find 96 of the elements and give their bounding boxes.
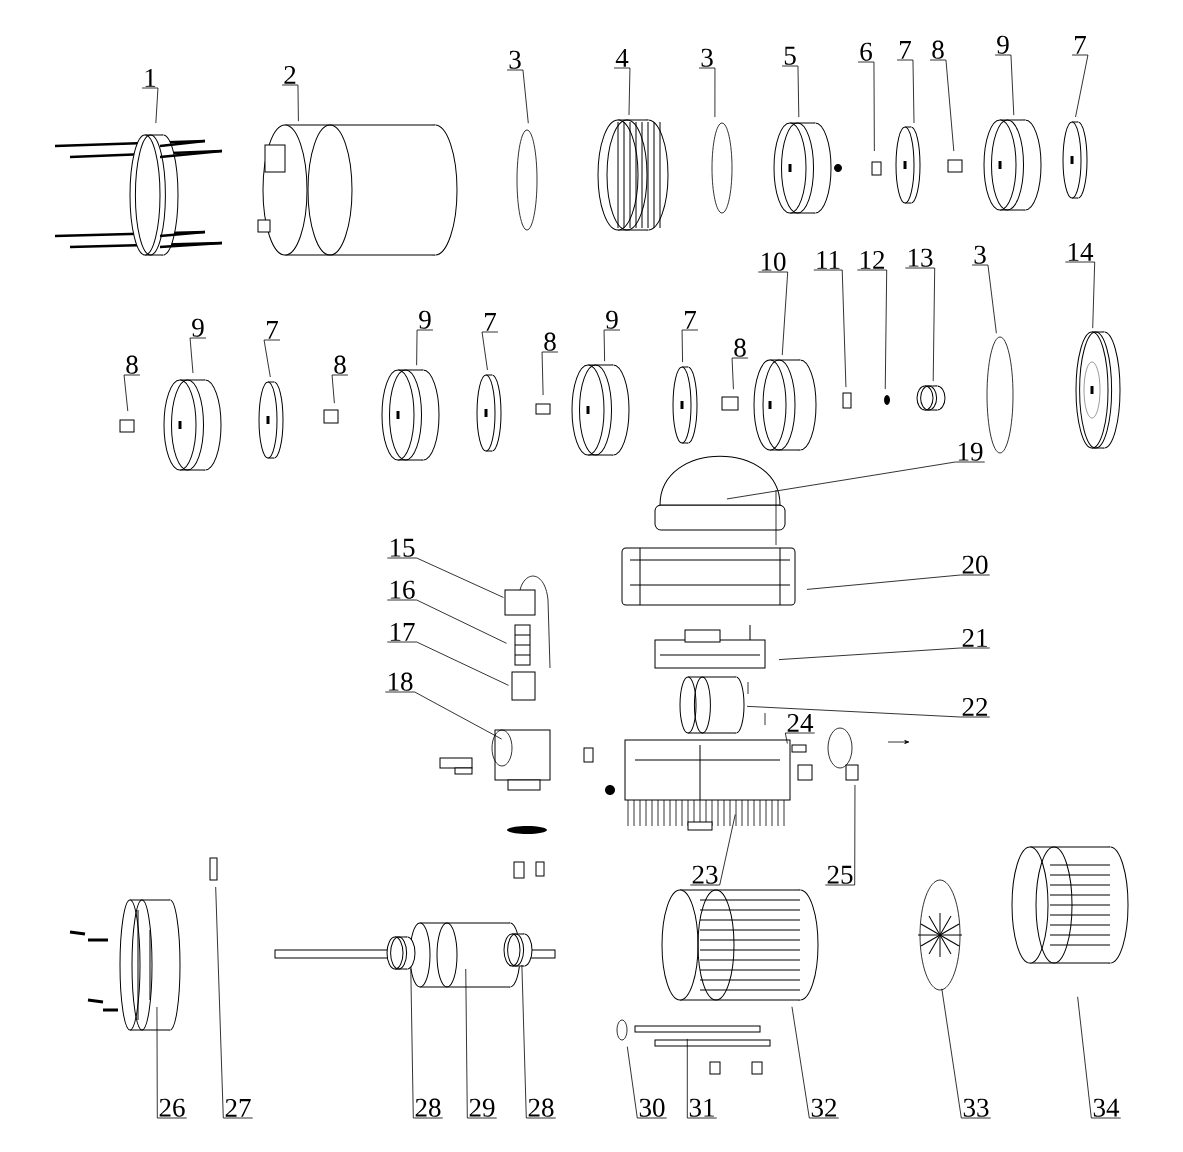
callout-number: 25 xyxy=(824,865,856,886)
leader-line xyxy=(726,461,956,500)
leader-line xyxy=(1092,261,1096,329)
leader-line xyxy=(806,574,961,590)
leader-line xyxy=(791,1006,810,1119)
leader-line xyxy=(331,374,335,404)
callout-number: 16 xyxy=(386,580,418,601)
leader-line xyxy=(521,964,527,1119)
leader-line xyxy=(481,331,488,371)
leader-line xyxy=(465,968,468,1119)
callout-number: 8 xyxy=(331,355,349,376)
callout-number: 7 xyxy=(681,311,699,331)
leader-line xyxy=(215,886,224,1119)
callout-number: 13 xyxy=(904,248,936,269)
leader-line xyxy=(873,61,875,152)
callout-number: 9 xyxy=(189,318,207,339)
callout-number: 18 xyxy=(384,672,416,693)
leader-line xyxy=(626,1046,638,1119)
leader-line xyxy=(416,557,504,598)
leader-line xyxy=(1075,54,1089,118)
leader-line xyxy=(416,329,418,366)
leader-line xyxy=(781,271,789,356)
leader-line xyxy=(416,641,509,686)
callout-number: 1 xyxy=(141,68,159,89)
leader-line xyxy=(681,329,683,363)
callout-number: 8 xyxy=(541,332,559,353)
callout-number: 33 xyxy=(960,1098,992,1119)
leader-line xyxy=(189,337,194,374)
leader-line xyxy=(841,269,847,388)
callout-number: 3 xyxy=(506,50,524,71)
callout-number: 26 xyxy=(156,1098,188,1119)
leader-line xyxy=(719,814,736,886)
leader-line xyxy=(912,59,915,124)
callout-number: 8 xyxy=(929,40,947,61)
leader-line xyxy=(797,65,800,118)
leader-line xyxy=(1010,54,1015,116)
callout-number: 7 xyxy=(263,321,281,341)
leader-line xyxy=(686,1038,688,1119)
leader-line xyxy=(945,59,955,152)
leader-line xyxy=(884,269,888,390)
leader-line xyxy=(297,84,299,122)
callout-number: 28 xyxy=(525,1098,557,1119)
leader-line xyxy=(714,67,716,118)
leader-line xyxy=(414,691,503,740)
callout-number: 3 xyxy=(698,48,716,69)
leader-line xyxy=(731,357,734,390)
leader-line xyxy=(1077,996,1092,1119)
callout-number: 9 xyxy=(994,35,1012,56)
callout-number: 9 xyxy=(416,310,434,331)
callout-number: 12 xyxy=(856,250,888,271)
callout-number: 9 xyxy=(603,310,621,331)
leader-line xyxy=(784,732,788,744)
leader-line xyxy=(932,267,936,382)
callout-number: 6 xyxy=(857,42,875,63)
leader-line xyxy=(746,705,961,718)
callout-number: 15 xyxy=(386,538,418,559)
callout-number: 8 xyxy=(123,355,141,376)
callout-number: 19 xyxy=(954,442,986,463)
leader-line xyxy=(123,374,129,412)
leader-line xyxy=(778,647,961,660)
callout-number: 28 xyxy=(412,1098,444,1119)
leader-line xyxy=(987,264,997,334)
leader-line xyxy=(156,1006,158,1119)
callout-number: 10 xyxy=(757,252,789,273)
leader-line xyxy=(603,329,605,362)
callout-number: 7 xyxy=(896,41,914,61)
callout-number: 31 xyxy=(686,1098,718,1119)
callout-number: 20 xyxy=(959,555,991,576)
leader-line xyxy=(410,968,414,1119)
leader-line xyxy=(522,69,529,124)
callout-number: 7 xyxy=(481,313,499,333)
callout-number: 3 xyxy=(971,245,989,266)
callout-number: 22 xyxy=(959,697,991,718)
callout-number: 27 xyxy=(222,1098,254,1119)
leader-line xyxy=(854,784,856,886)
callout-number: 32 xyxy=(808,1098,840,1119)
callout-number: 8 xyxy=(731,338,749,359)
callout-number: 4 xyxy=(613,49,631,69)
callout-number: 7 xyxy=(1071,36,1089,56)
leader-line xyxy=(155,87,159,124)
leader-line xyxy=(263,339,271,378)
callout-number: 2 xyxy=(281,65,299,86)
callout-number: 30 xyxy=(636,1098,668,1119)
callout-number: 14 xyxy=(1064,242,1096,263)
leader-line xyxy=(416,599,507,644)
callout-number: 34 xyxy=(1090,1098,1122,1119)
callout-number: 24 xyxy=(784,713,816,734)
callout-number: 21 xyxy=(959,628,991,649)
leader-line xyxy=(628,67,631,116)
leader-line xyxy=(941,988,962,1119)
callout-number: 11 xyxy=(813,250,843,271)
callout-number: 23 xyxy=(689,865,721,886)
leader-line xyxy=(541,351,544,396)
callout-number: 5 xyxy=(781,46,799,67)
callout-number: 17 xyxy=(386,623,418,643)
callout-number: 29 xyxy=(466,1098,498,1119)
